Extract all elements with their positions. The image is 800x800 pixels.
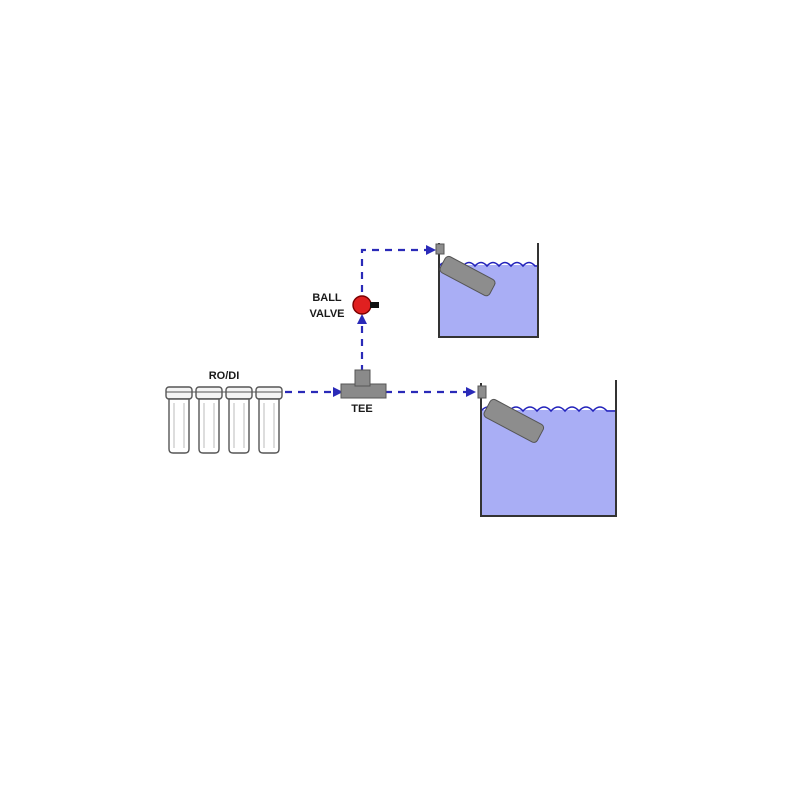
- upper-tank-wall: [438, 243, 539, 338]
- ball-valve: [352, 295, 379, 315]
- filter-canister: [225, 386, 253, 454]
- ball-valve-label-line1: BALL: [312, 292, 342, 304]
- filter-canister: [195, 386, 223, 454]
- pipe-rodi-to-tee: [285, 387, 343, 397]
- lower-tank-water: [481, 410, 616, 516]
- filter-canister: [255, 386, 283, 454]
- ball-valve-label-line2: VALVE: [309, 308, 344, 320]
- rodi-filter-unit: [165, 386, 283, 454]
- tee-fitting: [340, 369, 387, 399]
- upper-float-valve: [435, 243, 496, 297]
- lower-tank: [477, 380, 617, 517]
- lower-float-valve: [477, 385, 545, 443]
- tee-label: TEE: [351, 403, 372, 415]
- filter-canister: [165, 386, 193, 454]
- pipe-tee-to-lower-tank: [385, 387, 476, 397]
- pipe-tee-to-ball-valve: [357, 314, 367, 372]
- lower-tank-wall: [480, 380, 617, 517]
- rodi-label: RO/DI: [209, 370, 240, 382]
- upper-tank: [435, 243, 539, 338]
- pipe-ball-valve-to-upper-tank: [360, 245, 436, 292]
